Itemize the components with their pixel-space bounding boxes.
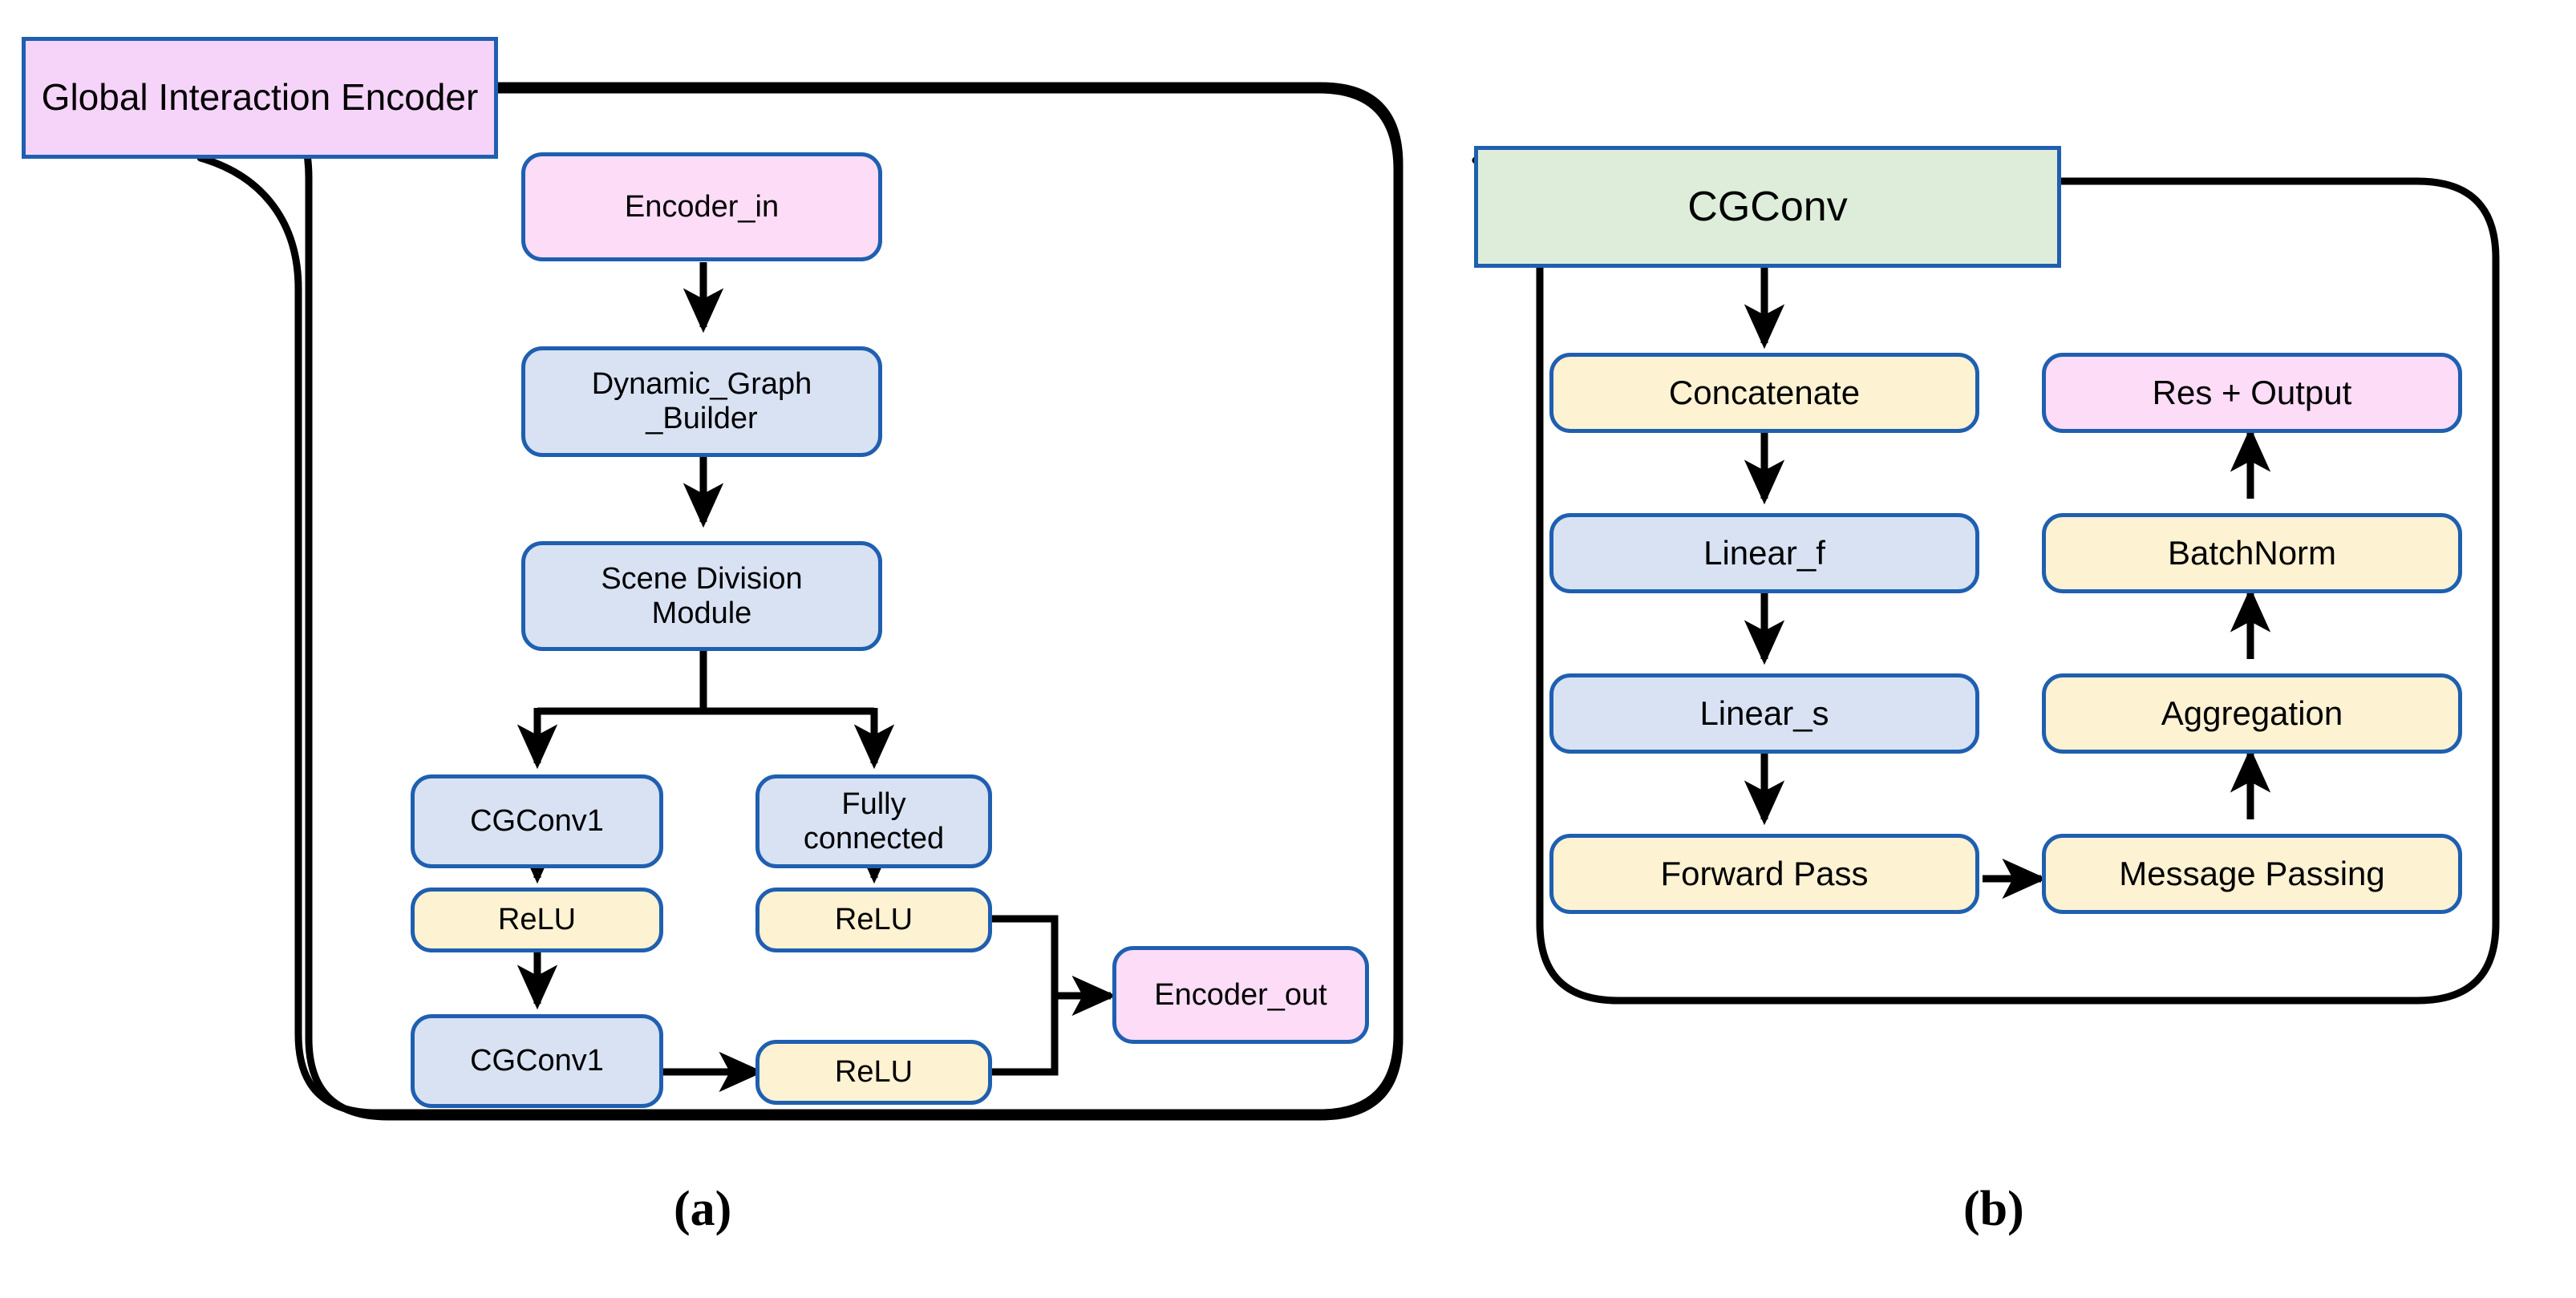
panel-b-header-label: CGConv [1687, 183, 1848, 230]
node-linear-s-label: Linear_s [1699, 694, 1829, 733]
node-relu-right-second[interactable]: ReLU [755, 1040, 992, 1105]
node-relu-right-second-label: ReLU [834, 1055, 913, 1090]
node-batchnorm[interactable]: BatchNorm [2042, 513, 2462, 593]
node-forward-pass-label: Forward Pass [1660, 855, 1869, 893]
node-dynamic-graph-builder[interactable]: Dynamic_Graph _Builder [521, 346, 882, 457]
node-cgconv1-second-label: CGConv1 [470, 1044, 604, 1078]
node-dynamic-graph-builder-label: Dynamic_Graph _Builder [591, 367, 812, 435]
node-relu-right-first[interactable]: ReLU [755, 888, 992, 952]
node-res-output[interactable]: Res + Output [2042, 353, 2462, 433]
node-encoder-out-label: Encoder_out [1154, 977, 1327, 1012]
node-linear-f-label: Linear_f [1703, 534, 1825, 572]
node-relu-right-first-label: ReLU [834, 903, 913, 937]
node-res-output-label: Res + Output [2152, 374, 2352, 412]
node-linear-f[interactable]: Linear_f [1549, 513, 1979, 593]
node-concatenate-label: Concatenate [1668, 374, 1861, 412]
node-encoder-out[interactable]: Encoder_out [1112, 946, 1369, 1044]
node-concatenate[interactable]: Concatenate [1549, 353, 1979, 433]
node-batchnorm-label: BatchNorm [2167, 534, 2337, 572]
panel-b-caption: (b) [1963, 1182, 2024, 1236]
node-scene-division-module-label: Scene Division Module [601, 561, 803, 630]
node-aggregation-label: Aggregation [2161, 694, 2343, 733]
node-cgconv1-first-label: CGConv1 [470, 804, 604, 839]
node-message-passing[interactable]: Message Passing [2042, 834, 2462, 914]
node-encoder-in-label: Encoder_in [624, 189, 780, 224]
panel-a-header-global-interaction-encoder[interactable]: Global Interaction Encoder [22, 37, 498, 159]
node-cgconv1-second[interactable]: CGConv1 [411, 1014, 663, 1108]
node-linear-s[interactable]: Linear_s [1549, 673, 1979, 754]
panel-b-header-cgconv[interactable]: CGConv [1474, 146, 2061, 268]
node-scene-division-module[interactable]: Scene Division Module [521, 541, 882, 651]
panel-a-caption: (a) [674, 1182, 732, 1236]
edge-scene-division-split-bus [537, 651, 874, 715]
node-relu-left-first-label: ReLU [497, 903, 577, 937]
node-fully-connected[interactable]: Fully connected [755, 774, 992, 868]
node-cgconv1-first[interactable]: CGConv1 [411, 774, 663, 868]
node-aggregation[interactable]: Aggregation [2042, 673, 2462, 754]
node-relu-left-first[interactable]: ReLU [411, 888, 663, 952]
node-encoder-in[interactable]: Encoder_in [521, 152, 882, 261]
node-message-passing-label: Message Passing [2119, 855, 2385, 893]
panel-a-header-label: Global Interaction Encoder [41, 76, 479, 119]
node-forward-pass[interactable]: Forward Pass [1549, 834, 1979, 914]
node-fully-connected-label: Fully connected [803, 786, 945, 855]
panel-a-left-spine [196, 86, 1401, 1117]
